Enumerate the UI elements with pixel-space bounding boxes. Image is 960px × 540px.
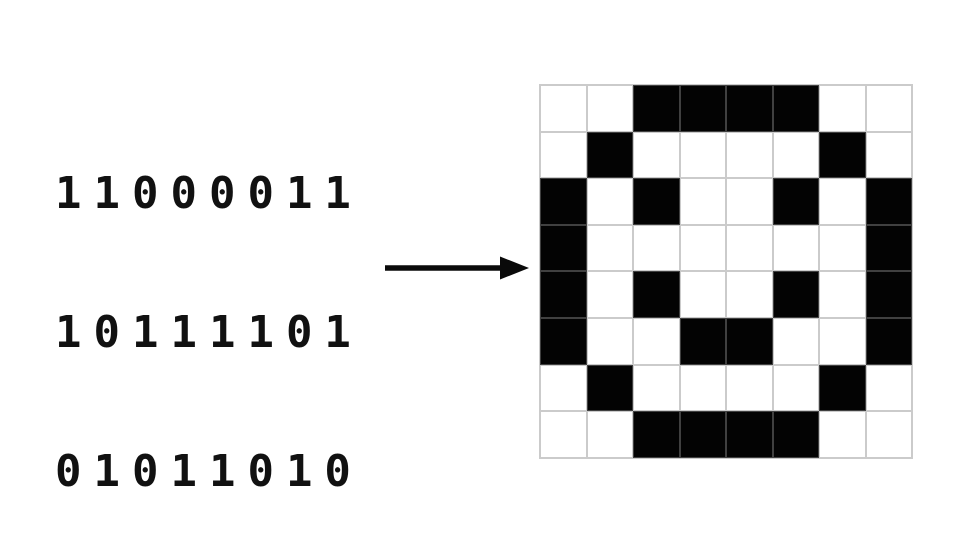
pixel-cell: [679, 85, 726, 132]
pixel-cell: [865, 224, 912, 272]
pixel-cell: [633, 131, 680, 179]
pixel-cell: [865, 131, 912, 179]
pixel-cell: [540, 411, 587, 458]
pixel-cell: [679, 411, 726, 458]
binary-row: 11000011: [55, 167, 363, 219]
pixel-cell: [819, 131, 866, 179]
pixel-cell: [772, 224, 819, 272]
pixel-cell: [819, 364, 866, 412]
pixel-cell: [726, 364, 773, 412]
pixel-grid: [539, 84, 913, 459]
pixel-cell: [586, 364, 633, 412]
right-arrow-icon: [382, 249, 532, 287]
pixel-cell: [633, 364, 680, 412]
pixel-cell: [540, 317, 587, 365]
pixel-cell: [633, 271, 680, 318]
pixel-cell: [633, 317, 680, 365]
pixel-cell: [586, 131, 633, 179]
pixel-cell: [819, 178, 866, 225]
pixel-cell: [586, 178, 633, 225]
pixel-cell: [772, 271, 819, 318]
pixel-cell: [679, 178, 726, 225]
pixel-cell: [865, 271, 912, 318]
pixel-cell: [540, 178, 587, 225]
pixel-cell: [679, 271, 726, 318]
pixel-cell: [586, 411, 633, 458]
pixel-cell: [865, 85, 912, 132]
binary-matrix: 11000011 10111101 01011010 01111110 0101…: [55, 78, 363, 540]
pixel-cell: [819, 317, 866, 365]
pixel-cell: [772, 411, 819, 458]
pixel-cell: [865, 317, 912, 365]
pixel-cell: [726, 411, 773, 458]
pixel-cell: [819, 85, 866, 132]
pixel-cell: [726, 178, 773, 225]
pixel-cell: [726, 224, 773, 272]
pixel-cell: [772, 85, 819, 132]
pixel-cell: [819, 411, 866, 458]
pixel-cell: [540, 271, 587, 318]
pixel-cell: [540, 364, 587, 412]
pixel-cell: [772, 178, 819, 225]
pixel-cell: [586, 85, 633, 132]
pixel-cell: [726, 317, 773, 365]
pixel-cell: [679, 131, 726, 179]
pixel-cell: [726, 85, 773, 132]
pixel-cell: [586, 224, 633, 272]
binary-row: 10111101: [55, 307, 363, 359]
pixel-cell: [633, 85, 680, 132]
pixel-cell: [633, 411, 680, 458]
pixel-cell: [540, 85, 587, 132]
pixel-cell: [865, 364, 912, 412]
pixel-cell: [819, 224, 866, 272]
pixel-cell: [772, 317, 819, 365]
pixel-cell: [586, 271, 633, 318]
pixel-cell: [772, 364, 819, 412]
pixel-cell: [865, 411, 912, 458]
pixel-cell: [679, 317, 726, 365]
pixel-cell: [540, 224, 587, 272]
binary-row: 01011010: [55, 446, 363, 498]
pixel-cell: [633, 178, 680, 225]
pixel-cell: [679, 364, 726, 412]
pixel-cell: [865, 178, 912, 225]
pixel-cell: [819, 271, 866, 318]
pixel-cell: [726, 131, 773, 179]
pixel-cell: [772, 131, 819, 179]
pixel-cell: [540, 131, 587, 179]
pixel-cell: [679, 224, 726, 272]
pixel-cell: [726, 271, 773, 318]
pixel-cell: [633, 224, 680, 272]
pixel-cell: [586, 317, 633, 365]
